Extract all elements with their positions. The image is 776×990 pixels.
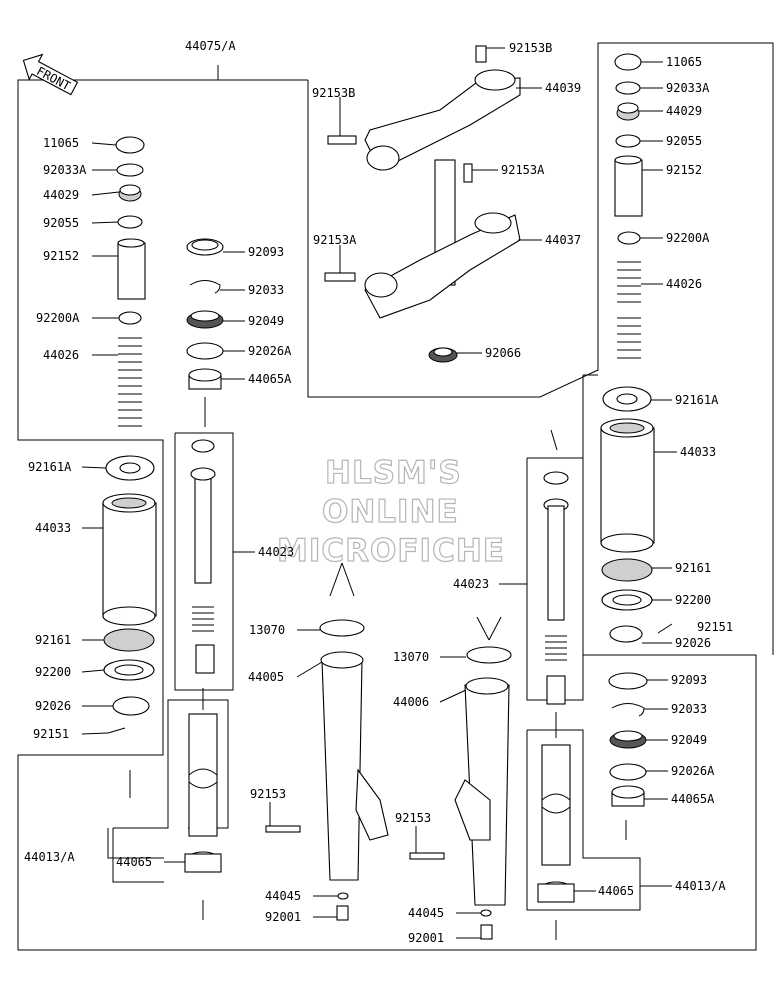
label-44026-left: 44026	[43, 348, 79, 362]
label-92001-left: 92001	[265, 910, 301, 924]
label-44023-right: 44023	[453, 577, 489, 591]
part-labels: 44075/A 92153B 92153B 44039 11065 92033A…	[24, 39, 733, 945]
label-92055-left: 92055	[43, 216, 79, 230]
left-cap-stack	[102, 136, 157, 798]
label-44023-left: 44023	[258, 545, 294, 559]
label-92049-right: 92049	[671, 733, 707, 747]
label-92161-left: 92161	[35, 633, 71, 647]
steering-stem-assembly	[324, 45, 521, 363]
left-damper-column	[184, 238, 224, 920]
label-92033-right: 92033	[671, 702, 707, 716]
label-92026a-left: 92026A	[248, 344, 292, 358]
label-44065a-left: 44065A	[248, 372, 292, 386]
right-cap-stack	[600, 53, 673, 840]
label-44065-right: 44065	[598, 884, 634, 898]
label-92153a-left: 92153A	[313, 233, 357, 247]
label-92200a-left: 92200A	[36, 311, 80, 325]
label-44005: 44005	[248, 670, 284, 684]
label-92200-left: 92200	[35, 665, 71, 679]
label-92151-right: 92151	[697, 620, 733, 634]
label-92066: 92066	[485, 346, 521, 360]
label-92153b-left: 92153B	[312, 86, 355, 100]
label-44026-right: 44026	[666, 277, 702, 291]
front-arrow: FRONT	[22, 53, 79, 96]
watermark: HLSM'S ONLINE MICROFICHE	[276, 454, 505, 569]
label-44029-left: 44029	[43, 188, 79, 202]
label-44075-a: 44075/A	[185, 39, 236, 53]
label-92033a-left: 92033A	[43, 163, 87, 177]
label-92001-right: 92001	[408, 931, 444, 945]
label-92049-left: 92049	[248, 314, 284, 328]
watermark-line-2: ONLINE	[322, 494, 459, 530]
label-13070-left: 13070	[249, 623, 285, 637]
label-92153a-top: 92153A	[501, 163, 545, 177]
label-92200-right: 92200	[675, 593, 711, 607]
label-44045-left: 44045	[265, 889, 301, 903]
label-92153b-top: 92153B	[509, 41, 552, 55]
label-11065-right: 11065	[666, 55, 702, 69]
label-92026-left: 92026	[35, 699, 71, 713]
label-44029-right: 44029	[666, 104, 702, 118]
label-92093-left: 92093	[248, 245, 284, 259]
label-92152-right: 92152	[666, 163, 702, 177]
watermark-line-3: MICROFICHE	[277, 533, 505, 569]
label-44013-a-right: 44013/A	[675, 879, 726, 893]
front-arrow-label: FRONT	[34, 64, 72, 93]
label-92026a-right: 92026A	[671, 764, 715, 778]
assembly-outlines	[17, 42, 774, 951]
right-damper-column	[537, 429, 575, 940]
label-92026-right: 92026	[675, 636, 711, 650]
label-44037: 44037	[545, 233, 581, 247]
label-92161a-right: 92161A	[675, 393, 719, 407]
label-92055-right: 92055	[666, 134, 702, 148]
label-44033-right: 44033	[680, 445, 716, 459]
label-92200a-right: 92200A	[666, 231, 710, 245]
label-44045-right: 44045	[408, 906, 444, 920]
label-44065a-right: 44065A	[671, 792, 715, 806]
label-44065-left: 44065	[116, 855, 152, 869]
label-92153-left: 92153	[250, 787, 286, 801]
leader-lines	[81, 47, 677, 939]
label-92153-right: 92153	[395, 811, 431, 825]
watermark-line-1: HLSM'S	[325, 455, 462, 491]
left-spring	[118, 337, 142, 427]
label-92033-left: 92033	[248, 283, 284, 297]
center-fork-legs	[265, 562, 512, 940]
label-92152-left: 92152	[43, 249, 79, 263]
label-44033-left: 44033	[35, 521, 71, 535]
label-92161-right: 92161	[675, 561, 711, 575]
label-92093-right: 92093	[671, 673, 707, 687]
label-13070-right: 13070	[393, 650, 429, 664]
label-92151-left: 92151	[33, 727, 69, 741]
label-44013-a-left: 44013/A	[24, 850, 75, 864]
label-92033a-right: 92033A	[666, 81, 710, 95]
label-44039: 44039	[545, 81, 581, 95]
label-11065-left: 11065	[43, 136, 79, 150]
label-92161a-left: 92161A	[28, 460, 72, 474]
label-44006: 44006	[393, 695, 429, 709]
